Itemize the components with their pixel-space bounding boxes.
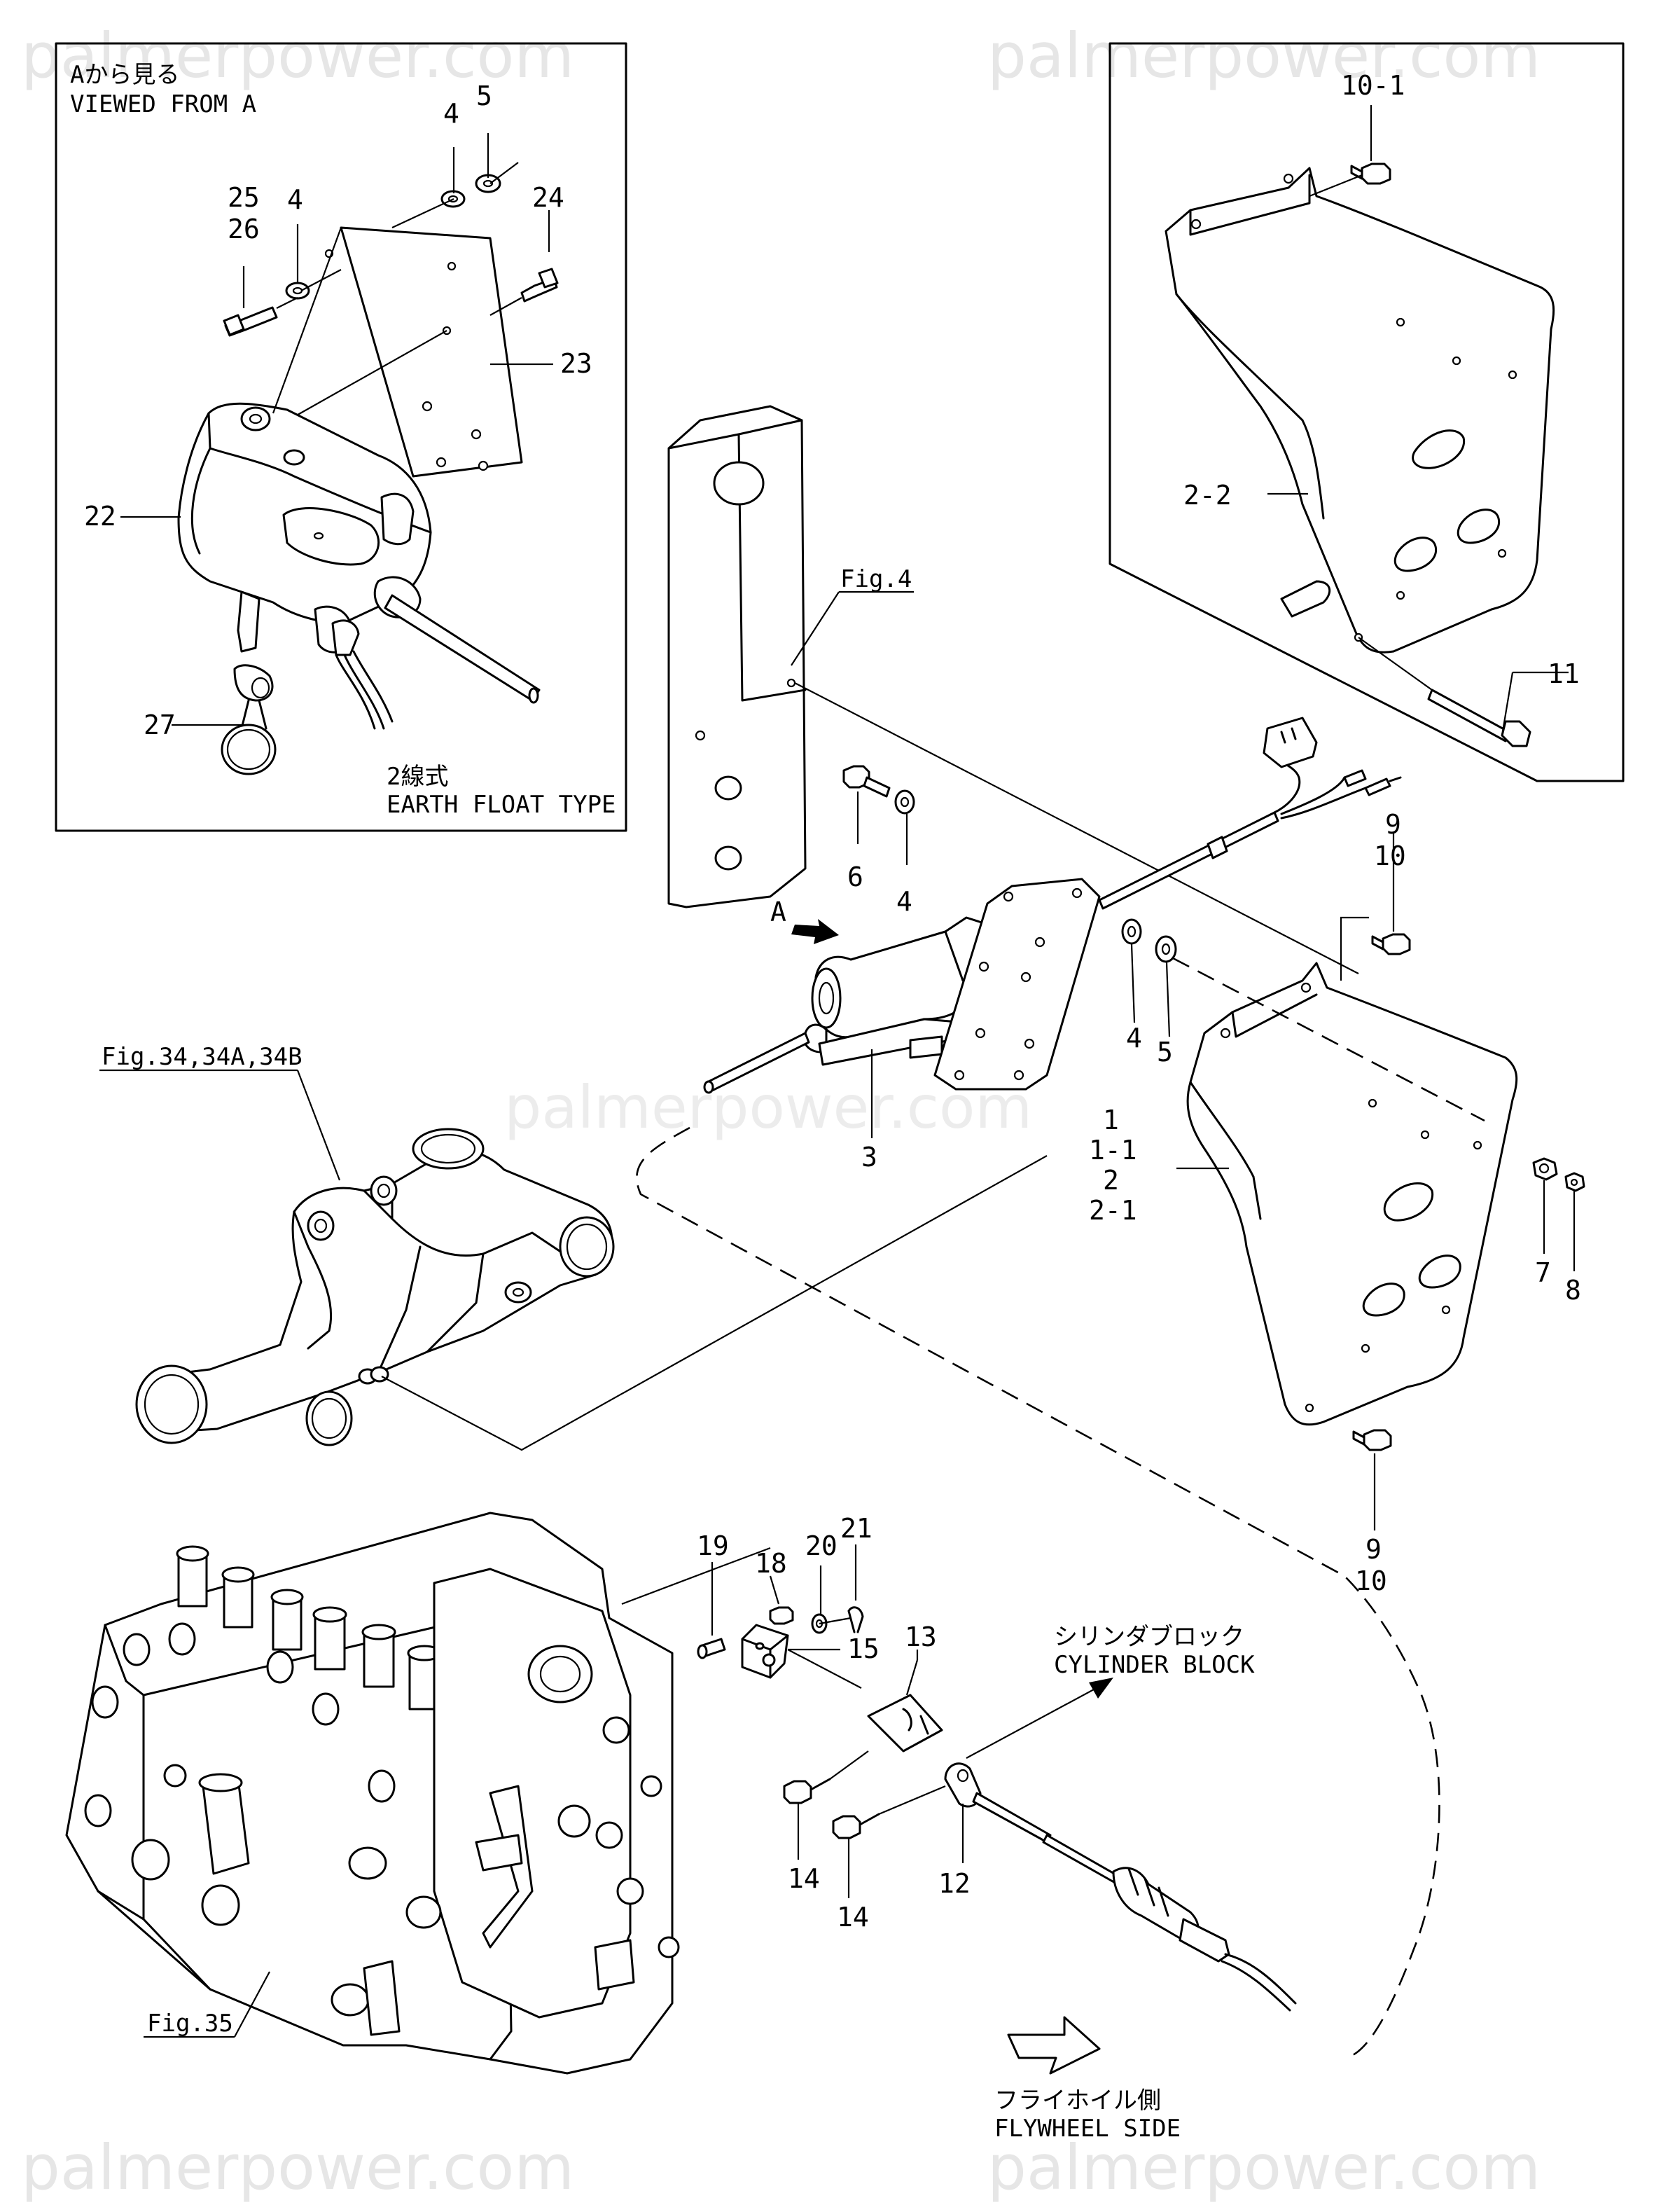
main-solenoid-assembly: 6 4	[703, 682, 1402, 1173]
callout-7: 7	[1535, 1257, 1551, 1288]
flange-nut-icon	[1532, 1157, 1558, 1181]
solenoid-bracket-plate	[340, 226, 523, 478]
cover-plate	[1186, 962, 1518, 1426]
callout-1: 1	[1103, 1105, 1119, 1135]
callout-8: 8	[1565, 1275, 1581, 1306]
callout-10-bottom: 10	[1355, 1565, 1387, 1596]
connector-icon	[1263, 717, 1318, 768]
callout-15: 15	[847, 1633, 880, 1664]
callout-4-inset-a: 4	[443, 98, 459, 129]
callout-12: 12	[938, 1868, 971, 1899]
callout-19: 19	[697, 1530, 729, 1561]
lock-washer-icon	[1155, 935, 1177, 963]
main-cover: 9 10 7 8 9 10 1 1-1 2 2-1	[1089, 809, 1585, 1596]
callout-3: 3	[861, 1142, 877, 1173]
split-pin-icon	[847, 1606, 864, 1633]
flywheel-side-label-en: FLYWHEEL SIDE	[994, 2115, 1181, 2143]
callout-9-bottom: 9	[1365, 1534, 1382, 1565]
accelerator-cable	[1042, 1834, 1122, 1886]
callout-1-1: 1-1	[1089, 1135, 1137, 1166]
washer-icon	[285, 282, 310, 300]
callout-14-b: 14	[837, 1902, 869, 1933]
wire-harness	[1098, 811, 1279, 910]
watermark-bottom-left: palmerpower.com	[21, 2131, 574, 2204]
cover-plate-2-2	[1165, 167, 1555, 654]
callout-26: 26	[228, 214, 260, 244]
view-a-arrow-icon	[791, 919, 839, 944]
callout-18: 18	[755, 1548, 787, 1579]
bolt-icon	[783, 1780, 812, 1804]
inset-title-jp: Aから見る	[70, 61, 179, 89]
bolt-icon	[832, 1815, 861, 1839]
watermark-top-right: palmerpower.com	[987, 20, 1541, 92]
callout-2: 2	[1103, 1165, 1119, 1196]
callout-4-main-a: 4	[896, 886, 912, 917]
callout-23: 23	[560, 348, 592, 379]
screw-icon	[769, 1606, 794, 1625]
watermark-top-left: palmerpower.com	[21, 20, 574, 92]
cylinder-block-label-en: CYLINDER BLOCK	[1054, 1651, 1255, 1679]
callout-13: 13	[905, 1622, 937, 1652]
bolt-icon	[1382, 933, 1411, 955]
inset-type-en: EARTH FLOAT TYPE	[387, 791, 616, 819]
inset-title-en: VIEWED FROM A	[70, 90, 256, 118]
callout-2-2: 2-2	[1183, 480, 1232, 511]
callout-11: 11	[1548, 658, 1580, 689]
routing-lines	[636, 1126, 1440, 2057]
washer-icon	[1121, 918, 1142, 945]
callout-14-a: 14	[788, 1863, 820, 1894]
callout-6: 6	[847, 862, 863, 892]
callout-20: 20	[805, 1530, 837, 1561]
cable-eye-end	[944, 1762, 982, 1808]
watermark-bottom-right: palmerpower.com	[987, 2131, 1541, 2204]
callout-10-1: 10-1	[1341, 70, 1405, 101]
callout-25: 25	[228, 182, 260, 213]
water-pipe-assembly: Fig.34,34A,34B	[99, 1043, 1048, 1451]
callout-5-main: 5	[1157, 1037, 1173, 1067]
callout-24: 24	[532, 182, 564, 213]
callout-5-inset: 5	[476, 81, 492, 111]
callout-4-main-b: 4	[1126, 1023, 1142, 1053]
figure-ref-fig34: Fig.34,34A,34B	[102, 1043, 303, 1071]
cover-inset-frame	[1108, 42, 1625, 782]
cylinder-block-arrow-icon	[1089, 1678, 1113, 1699]
governor-lever	[482, 1785, 534, 1949]
cylinder-block-label-jp: シリンダブロック	[1054, 1623, 1244, 1651]
bolt-icon	[1361, 163, 1391, 185]
fuel-injection-pump: Fig.35	[65, 1512, 771, 2075]
view-a-marker: A	[770, 897, 786, 927]
watermark-group: palmerpower.com palmerpower.com palmerpo…	[21, 20, 1541, 2204]
callout-4-inset-b: 4	[287, 184, 303, 215]
figure-ref-fig35: Fig.35	[147, 2010, 233, 2038]
callout-21: 21	[840, 1513, 873, 1544]
inset-view-a: Aから見る VIEWED FROM A 2線式 EARTH FLOAT TYPE	[55, 42, 627, 832]
flywheel-side-arrow-icon	[1007, 2016, 1101, 2075]
cable-clamp-block	[741, 1624, 789, 1679]
callout-27: 27	[144, 710, 176, 740]
callout-10-top: 10	[1374, 841, 1406, 871]
cable-bracket-parts: 19 15 18 20 21 13 14	[697, 1513, 1297, 2143]
bolt-icon	[1363, 1429, 1392, 1451]
washer-icon	[894, 789, 915, 815]
water-pipe-body	[138, 1149, 613, 1434]
delivery-valve-holders	[176, 1545, 480, 1731]
solenoid-mounting-plate	[933, 878, 1101, 1091]
solenoid-pull-cable	[384, 594, 541, 702]
callout-2-1: 2-1	[1089, 1195, 1137, 1226]
flywheel-side-label-jp: フライホイル側	[994, 2087, 1161, 2115]
inset-frame	[55, 42, 627, 832]
callout-9-top: 9	[1385, 809, 1401, 840]
long-bolt-icon	[1427, 689, 1510, 742]
callout-22: 22	[84, 501, 116, 532]
cable-clip-plate	[867, 1694, 943, 1753]
figure-ref-fig4: Fig.4	[840, 565, 912, 593]
watermark-center: palmerpower.com	[504, 1073, 1032, 1142]
inset-cover: 10-1 2-2 11	[1108, 42, 1625, 782]
nut-icon	[1564, 1172, 1585, 1192]
inset-type-jp: 2線式	[387, 763, 448, 791]
engine-bracket: Fig.4	[667, 405, 914, 908]
